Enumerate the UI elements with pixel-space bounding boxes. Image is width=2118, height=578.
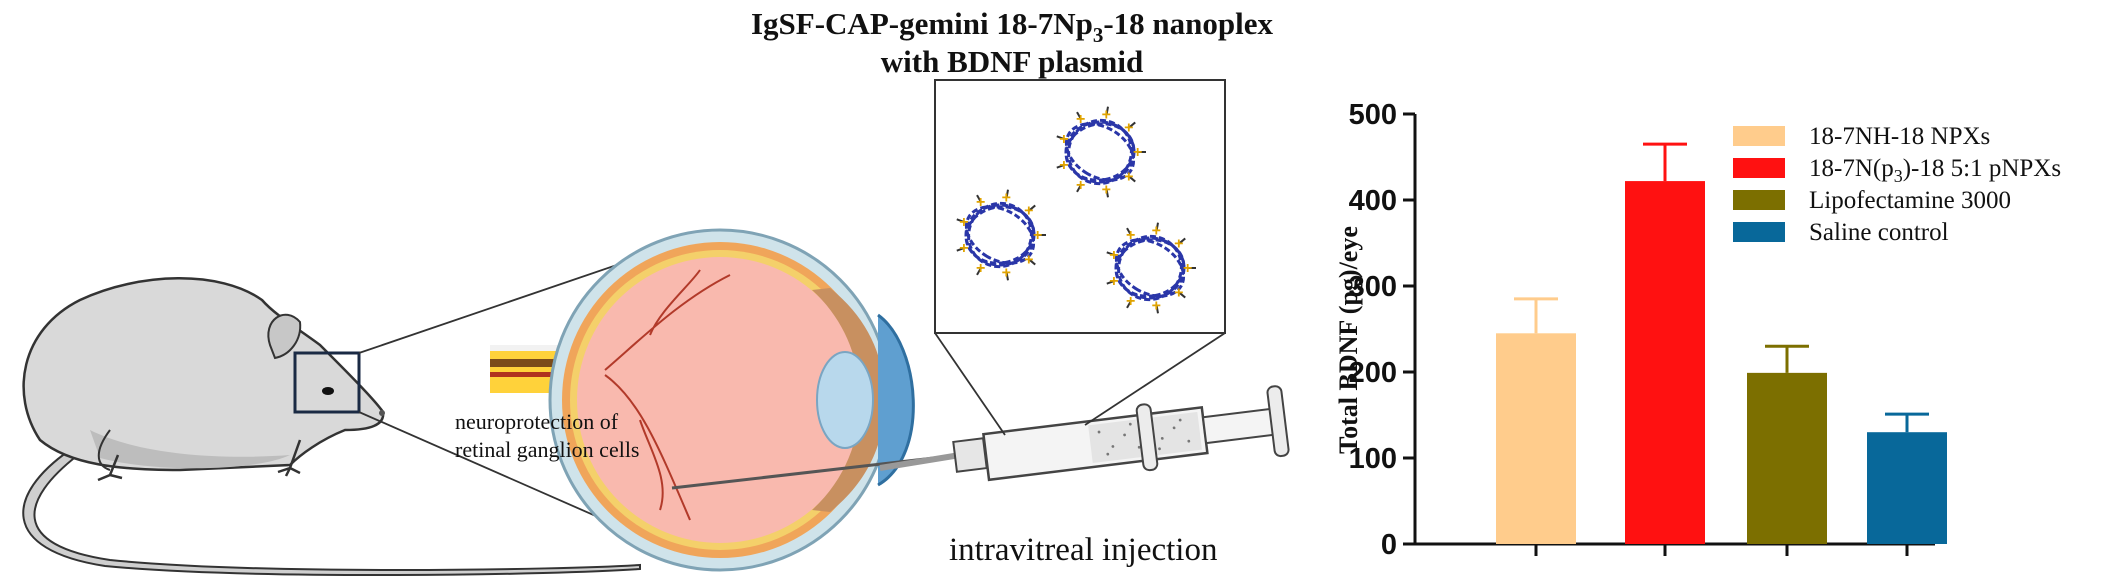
bdnf-bar-chart: 0 100 200 300 400 500 18-7NH-18 NPXs 18-7N(p3)… [1334,99,2061,561]
svg-text:+: + [1059,157,1068,174]
svg-text:+: + [1183,260,1192,277]
svg-text:+: + [1024,251,1033,268]
svg-text:+: + [1059,131,1068,148]
svg-text:+: + [1124,168,1133,185]
svg-text:+: + [1109,273,1118,290]
title-line-1: IgSF-CAP-gemini 18-7Np3-18 nanoplex [751,6,1274,47]
svg-text:+: + [1124,120,1133,137]
svg-text:+: + [1076,177,1085,194]
svg-text:+: + [976,260,985,277]
annotation-line-1: neuroprotection of [455,409,619,434]
bar-4 [1867,432,1947,544]
bar-3 [1747,372,1827,544]
eye-cross-section [490,228,915,572]
y-tick-label: 500 [1349,99,1397,131]
y-axis: 0 100 200 300 400 500 [1349,99,1417,561]
vitreous-body [577,257,863,543]
legend-swatch [1733,158,1785,178]
svg-text:+: + [1033,227,1042,244]
nanoplex-particles: +++++++++++++++++++++++++++ [956,106,1196,314]
injection-label: intravitreal injection [949,532,1217,568]
svg-text:+: + [1174,236,1183,253]
bar-series [1496,181,1947,544]
svg-text:+: + [1126,293,1135,310]
svg-text:+: + [959,240,968,257]
svg-text:+: + [1002,264,1011,281]
y-tick-label: 100 [1349,443,1397,475]
y-tick-label: 200 [1349,357,1397,389]
nanoplex-particle: +++++++++ [1056,106,1146,198]
nanoplex-particle: +++++++++ [956,189,1046,281]
title-prefix: IgSF-CAP-gemini 18-7Np [751,6,1093,41]
title-suffix: -18 nanoplex [1103,6,1273,41]
y-tick-label: 0 [1381,529,1397,561]
svg-text:+: + [1109,247,1118,264]
syringe-illustration [671,385,1290,490]
mouse-illustration [22,239,691,577]
svg-text:+: + [1024,203,1033,220]
eye-zoom-box [293,351,361,414]
svg-text:+: + [1133,144,1142,161]
mouse-eye [322,387,334,395]
chart-legend: 18-7NH-18 NPXs 18-7N(p3)-18 5:1 pNPXsLipo… [1733,123,2061,246]
svg-text:+: + [1102,107,1111,124]
annotation-line-2: retinal ganglion cells [455,437,640,462]
title-line-2: with BDNF plasmid [881,44,1143,79]
legend-swatch [1733,190,1785,210]
svg-text:+: + [1152,223,1161,240]
svg-text:+: + [959,214,968,231]
bar-2 [1625,181,1705,544]
error-bars [1514,142,1929,433]
mouse-body [22,277,385,472]
legend-label: 18-7N(p3)-18 5:1 pNPXs [1809,155,2061,186]
x-axis [1415,542,1935,556]
svg-text:+: + [1152,297,1161,314]
y-tick-label: 300 [1349,271,1397,303]
svg-text:+: + [1126,227,1135,244]
svg-text:+: + [1076,111,1085,128]
y-tick-label: 400 [1349,185,1397,217]
legend-swatch [1733,126,1785,146]
cornea [877,313,915,487]
legend-label: Saline control [1809,219,1949,246]
lens [816,351,874,449]
nanoplex-particle: +++++++++ [1106,222,1196,314]
legend-label: Lipofectamine 3000 [1809,187,2011,214]
legend-swatch [1733,222,1785,242]
svg-text:+: + [1174,284,1183,301]
legend-label: 18-7NH-18 NPXs [1809,123,1990,150]
svg-text:+: + [976,194,985,211]
title-subscript: 3 [1093,23,1104,47]
svg-text:+: + [1002,190,1011,207]
bar-1 [1496,333,1576,544]
y-axis-label: Total BDNF (pg)/eye [1334,226,1363,454]
svg-text:+: + [1102,181,1111,198]
mouse-ear [267,313,302,360]
